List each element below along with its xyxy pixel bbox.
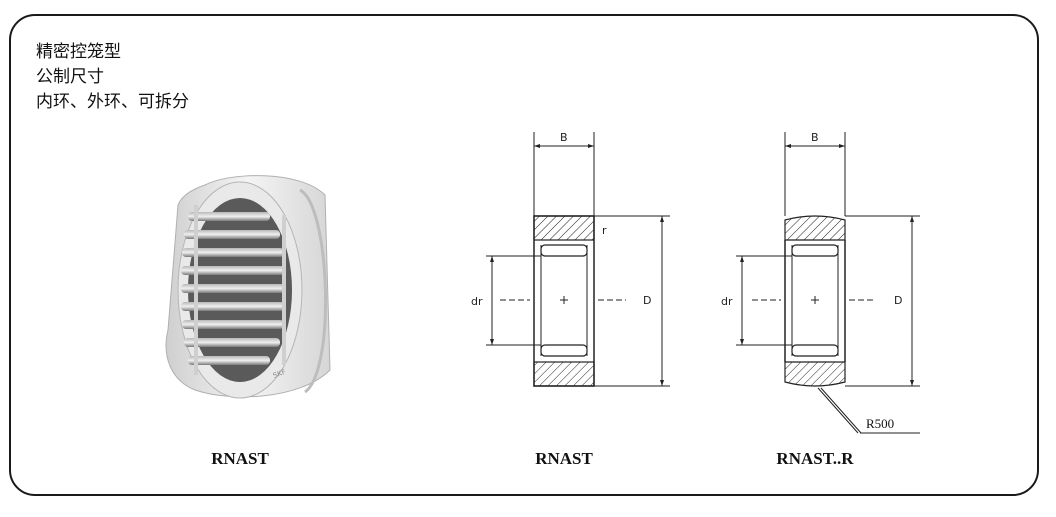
bearing-roller — [181, 284, 285, 293]
dim-label-d: D — [894, 294, 902, 307]
drawing-rnast — [486, 132, 670, 387]
bearing-roller — [182, 320, 284, 329]
dim-label-dr: dr — [471, 295, 483, 308]
content-frame — [9, 14, 1039, 496]
bearing-photo: SKF — [165, 175, 331, 399]
arrow — [490, 339, 494, 345]
outer-ring-bottom-section — [784, 361, 846, 387]
arrow — [660, 216, 664, 222]
bearing-roller — [184, 230, 280, 239]
arrow — [910, 380, 914, 386]
arrow — [534, 144, 540, 148]
dim-label-d: D — [643, 294, 651, 307]
arrow — [588, 144, 594, 148]
bearing-description: 精密控笼型 公制尺寸 内环、外环、可拆分 — [36, 40, 189, 115]
outer-ring-bottom-section — [533, 361, 595, 387]
arrow — [785, 144, 791, 148]
description-line-cage-type: 精密控笼型 — [36, 42, 121, 62]
bearing-roller — [181, 266, 285, 275]
arrow — [740, 256, 744, 262]
outer-ring-top-section — [784, 215, 846, 241]
bearing-rollers — [181, 212, 285, 365]
roller-top — [791, 244, 839, 257]
roller-top — [540, 244, 588, 257]
bearing-roller — [188, 356, 270, 365]
outer-ring-top-section — [533, 215, 595, 241]
arrow — [740, 339, 744, 345]
r500-leader — [817, 387, 859, 434]
arrow — [910, 216, 914, 222]
arrow — [839, 144, 845, 148]
roller-bottom — [791, 344, 839, 357]
dim-label-r500: R500 — [866, 416, 894, 431]
arrow — [660, 380, 664, 386]
dim-label-b: B — [560, 131, 568, 144]
r500-leader — [820, 387, 862, 434]
bearing-roller — [184, 338, 280, 347]
bearing-roller — [188, 212, 270, 221]
description-line-separable: 内环、外环、可拆分 — [36, 92, 189, 112]
description-line-metric: 公制尺寸 — [36, 67, 104, 87]
arrow — [490, 256, 494, 262]
bearing-roller — [181, 302, 285, 311]
drawing-rnast-r — [736, 132, 920, 434]
caption-photo: RNAST — [211, 449, 269, 468]
bearing-side-edge — [299, 188, 328, 394]
dim-label-r: r — [602, 224, 607, 237]
bearing-roller — [182, 248, 284, 257]
dim-label-b: B — [811, 131, 819, 144]
caption-drawing-rnast: RNAST — [535, 449, 593, 468]
dim-label-dr: dr — [721, 295, 733, 308]
bearing-marking: SKF — [272, 368, 287, 380]
roller-bottom — [540, 344, 588, 357]
caption-drawing-rnast-r: RNAST..R — [776, 449, 854, 468]
